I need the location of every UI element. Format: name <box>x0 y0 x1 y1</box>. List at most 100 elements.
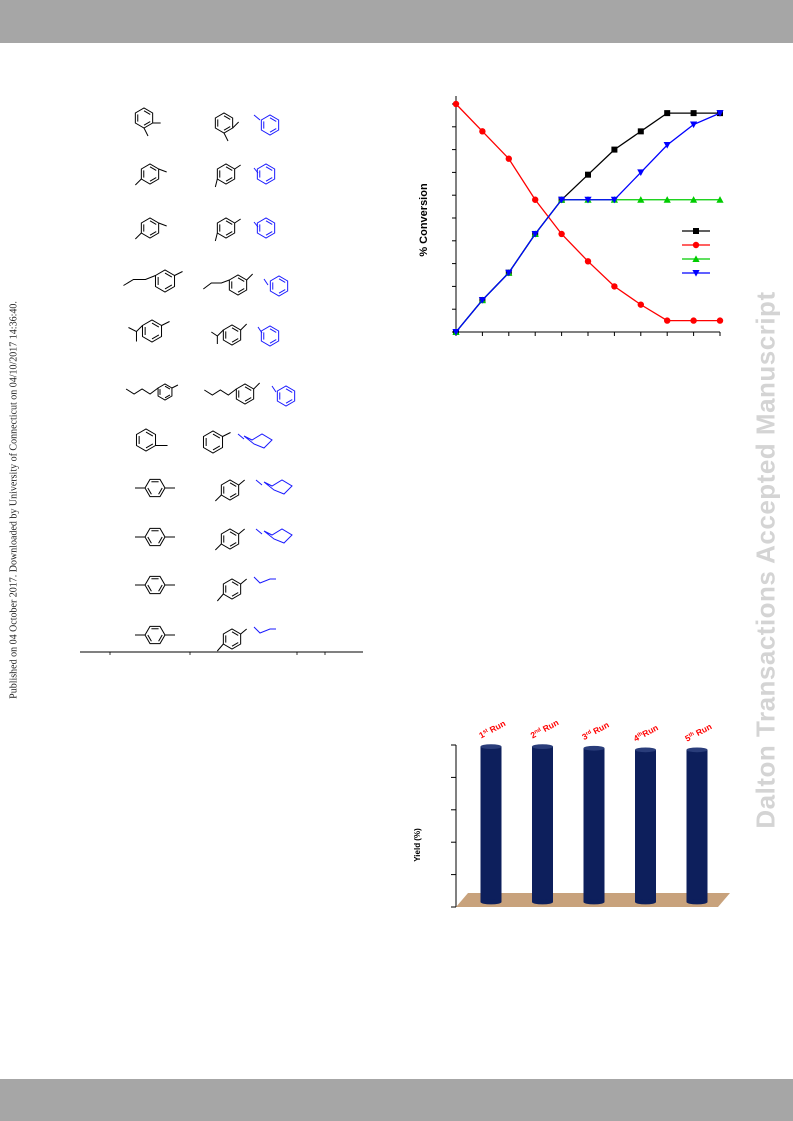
double-bond <box>229 542 237 547</box>
line-chart-series <box>452 100 724 336</box>
line-chart-point <box>692 241 700 249</box>
bar-body <box>532 746 553 902</box>
bond <box>216 593 224 602</box>
structure-row-11 <box>135 625 276 652</box>
double-bond <box>164 385 171 390</box>
line-chart-point <box>558 230 565 238</box>
double-bond <box>278 278 286 283</box>
double-bond <box>164 272 173 278</box>
bar-bottom-cap <box>532 899 553 905</box>
bar-chart-bar-4 <box>635 747 656 905</box>
bar-chart-ylabel: Yield (%) <box>413 828 422 862</box>
bond <box>214 232 218 242</box>
line-chart-point <box>664 110 671 117</box>
structure-row-7 <box>135 428 273 454</box>
double-bond <box>265 231 273 236</box>
header-band <box>0 0 793 43</box>
double-bond <box>231 327 239 332</box>
double-bond <box>151 322 160 328</box>
structure-row-1 <box>134 107 280 142</box>
structure-row-5 <box>128 319 280 347</box>
double-bond <box>212 445 221 451</box>
line-chart-ylabel: % Conversion <box>418 183 430 257</box>
double-bond <box>158 487 163 495</box>
line-chart-point <box>716 317 724 324</box>
benzene-ring <box>256 163 276 185</box>
bar-top-cap <box>686 747 708 753</box>
alkyl-chain <box>216 329 224 337</box>
bond <box>238 528 245 535</box>
cyclohexane-chair <box>263 479 293 495</box>
line-chart-point <box>611 146 618 153</box>
bond <box>255 528 263 535</box>
double-bond <box>269 339 277 344</box>
bond <box>216 643 224 652</box>
double-bond <box>265 220 273 225</box>
double-bond <box>269 128 277 133</box>
line-chart-point <box>690 196 698 203</box>
bar-label-number: 2 <box>529 729 538 740</box>
double-bond <box>158 584 163 592</box>
structure-row-9 <box>135 527 293 551</box>
structure-row-4 <box>123 269 289 297</box>
double-bond <box>149 231 157 236</box>
double-bond <box>145 431 154 437</box>
structure-row-2 <box>134 163 276 188</box>
alkyl-chain <box>128 327 137 342</box>
line-chart-point <box>663 142 671 149</box>
bar-body <box>635 749 656 902</box>
benzene-ring <box>135 428 157 452</box>
line-chart-point <box>452 100 460 108</box>
bond <box>234 218 241 224</box>
bar-label-suffix: nd <box>533 727 542 735</box>
footer-band <box>0 1079 793 1121</box>
double-bond <box>147 487 152 495</box>
double-bond <box>147 536 152 544</box>
bond <box>240 323 248 331</box>
alkyl-chain <box>136 325 143 332</box>
bond <box>143 127 149 137</box>
bond <box>171 384 179 389</box>
double-bond <box>223 126 231 131</box>
bar-body <box>480 746 502 902</box>
line-chart-legend <box>682 228 710 277</box>
bar-chart-bars <box>480 744 708 905</box>
benzene-ring <box>276 385 296 407</box>
bond <box>214 543 222 551</box>
alkyl-chain <box>253 626 276 634</box>
line-chart-point <box>584 196 592 204</box>
bar-category-label: 1st Run <box>477 718 507 740</box>
double-bond <box>229 482 237 487</box>
double-bond <box>143 110 151 115</box>
structure-row-8 <box>135 478 293 502</box>
bar-category-label: 4thRun <box>632 722 660 743</box>
double-bond <box>151 334 160 340</box>
bond <box>240 628 247 635</box>
line-legend-item-3 <box>682 255 710 262</box>
bar-label-suffix: th <box>688 731 696 739</box>
bond <box>161 321 170 326</box>
line-chart-point <box>505 269 513 277</box>
double-bond <box>244 386 252 391</box>
bond <box>238 479 245 486</box>
double-bond <box>158 536 163 544</box>
double-bond <box>285 388 293 393</box>
double-bond <box>149 166 157 171</box>
double-bond <box>158 634 163 642</box>
double-bond <box>244 397 252 402</box>
bar-label-suffix: rd <box>585 729 593 737</box>
bond <box>271 385 277 393</box>
double-bond <box>225 231 233 236</box>
line-chart-point <box>452 329 460 336</box>
line-chart-point <box>637 169 645 176</box>
double-bond <box>143 121 151 126</box>
line-chart-point <box>531 230 539 238</box>
double-bond <box>285 399 293 404</box>
bar-bottom-cap <box>635 899 656 905</box>
alkyl-chain <box>125 387 159 395</box>
line-chart-point <box>692 255 700 262</box>
double-bond <box>231 581 239 586</box>
bond <box>223 132 229 142</box>
bar-chart-bar-3 <box>583 745 605 905</box>
